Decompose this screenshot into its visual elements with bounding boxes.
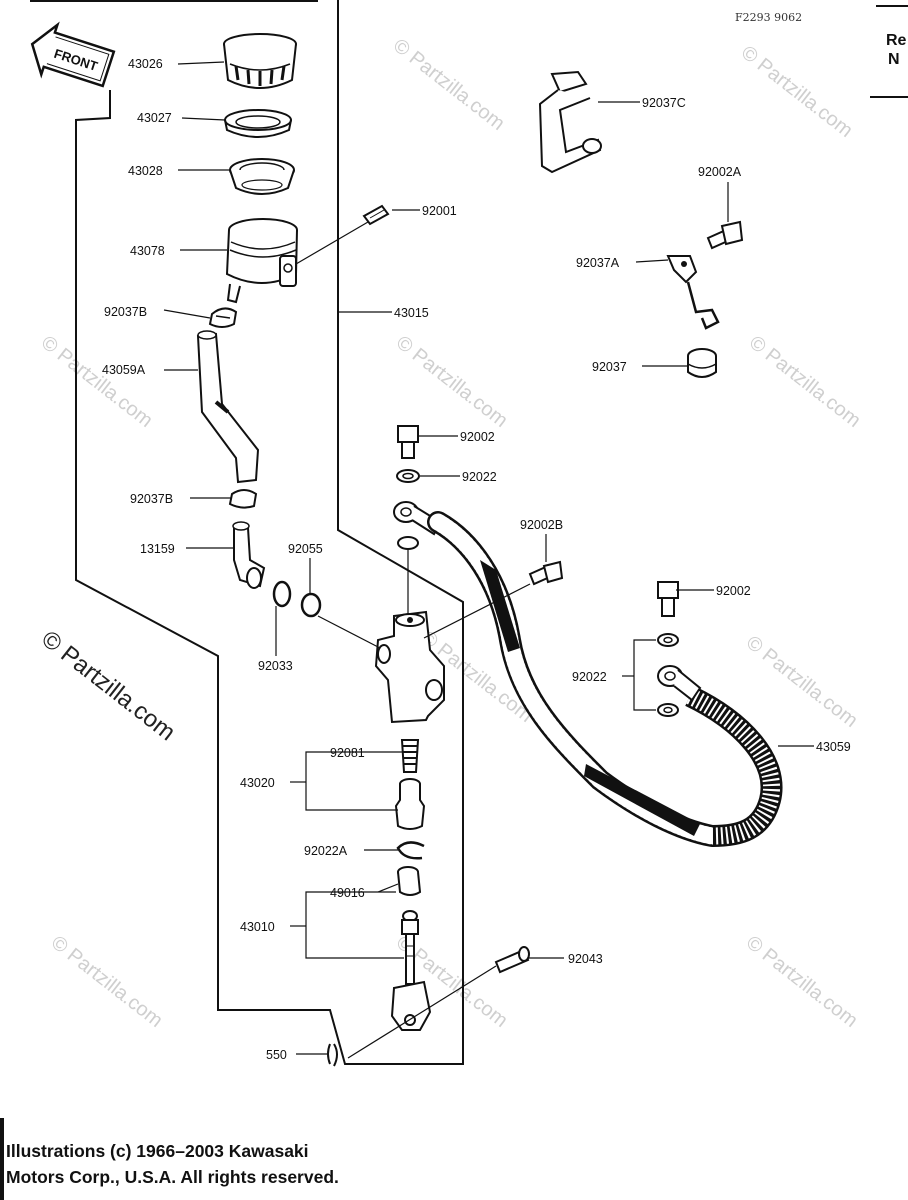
front-arrow: FRONT xyxy=(30,21,116,88)
part-labels: 43026 43027 43028 43078 92037B 43059A 92… xyxy=(102,57,851,1062)
part-label-92037B: 92037B xyxy=(130,492,173,506)
bolt-92001 xyxy=(295,204,390,265)
piston-assembly xyxy=(394,778,426,830)
part-label-43059: 43059 xyxy=(816,740,851,754)
part-label-13159: 13159 xyxy=(140,542,175,556)
circlip-92033 xyxy=(272,580,292,608)
boot-49016 xyxy=(397,866,422,896)
hose-joint-13159 xyxy=(232,521,266,589)
copyright-line-2: Motors Corp., U.S.A. All rights reserved… xyxy=(6,1167,339,1187)
master-cylinder-body xyxy=(374,610,445,724)
watermark-large: © Partzilla.com xyxy=(36,625,180,746)
part-label-92022A: 92022A xyxy=(304,844,348,858)
copyright-notice: Illustrations (c) 1966–2003 Kawasaki Mot… xyxy=(6,1138,339,1190)
part-label-92081: 92081 xyxy=(330,746,365,760)
part-label-43028: 43028 xyxy=(128,164,163,178)
watermark: © Partzilla.com xyxy=(37,332,157,432)
spring-92081 xyxy=(400,739,420,773)
cotter-pin-550 xyxy=(327,1043,338,1067)
part-label-43027: 43027 xyxy=(137,111,172,125)
clamp-92037B-upper xyxy=(208,307,238,328)
part-label-92002A: 92002A xyxy=(698,165,742,179)
o-ring-92055 xyxy=(300,592,322,618)
part-label-92037A: 92037A xyxy=(576,256,620,270)
bolt-92002B xyxy=(528,560,564,586)
diaphragm-43028 xyxy=(229,158,295,195)
circlip-92022A xyxy=(396,841,425,860)
part-label-92002B: 92002B xyxy=(520,518,563,532)
diaphragm-plate-43027 xyxy=(224,109,292,138)
part-label-49016: 49016 xyxy=(330,886,365,900)
push-rod-43010 xyxy=(390,910,432,1031)
reference-code: F2293 9062 xyxy=(735,11,802,24)
clamp-92037B-lower xyxy=(228,489,258,509)
bracket-92037C xyxy=(538,70,602,174)
pin-92043 xyxy=(494,946,530,974)
leader-lines xyxy=(163,61,814,1059)
bolt-92002A xyxy=(706,220,744,250)
banjo-bolt-92002-right xyxy=(657,581,679,617)
watermark: © Partzilla.com xyxy=(737,42,857,142)
part-label-92037B: 92037B xyxy=(104,305,147,319)
watermark: © Partzilla.com xyxy=(745,332,865,432)
watermark: © Partzilla.com xyxy=(742,632,862,732)
grommet-92037 xyxy=(687,348,717,378)
part-label-43015: 43015 xyxy=(394,306,429,320)
part-label-43078: 43078 xyxy=(130,244,165,258)
watermark: © Partzilla.com xyxy=(389,35,509,135)
part-label-92033: 92033 xyxy=(258,659,293,673)
assembly-outline-43015 xyxy=(75,0,464,1065)
banjo-bolt-92002-mid xyxy=(397,425,419,459)
part-label-43020: 43020 xyxy=(240,776,275,790)
part-label-43010: 43010 xyxy=(240,920,275,934)
reservoir-cap-43026 xyxy=(223,33,297,89)
edge-text-1: Re xyxy=(886,32,907,49)
watermark: © Partzilla.com xyxy=(392,332,512,432)
part-label-92022: 92022 xyxy=(462,470,497,484)
washer-92022-right-lower xyxy=(657,703,679,717)
watermark: © Partzilla.com xyxy=(47,932,167,1032)
part-label-92043: 92043 xyxy=(568,952,603,966)
edge-text-2: N xyxy=(888,51,900,68)
watermark: © Partzilla.com xyxy=(742,932,862,1032)
reservoir-tank-43078 xyxy=(225,218,298,304)
part-label-43059A: 43059A xyxy=(102,363,146,377)
part-label-92037C: 92037C xyxy=(642,96,686,110)
washer-92022-right-upper xyxy=(657,633,679,647)
part-label-92037: 92037 xyxy=(592,360,627,374)
banjo-hose-right xyxy=(657,665,702,702)
part-label-92002: 92002 xyxy=(716,584,751,598)
brake-hose-43059 xyxy=(427,511,783,847)
copyright-bar xyxy=(0,1118,4,1200)
part-label-92055: 92055 xyxy=(288,542,323,556)
bracket-92037A xyxy=(666,255,720,330)
part-label-92022: 92022 xyxy=(572,670,607,684)
washer-92022-mid xyxy=(396,469,420,483)
part-label-92002: 92002 xyxy=(460,430,495,444)
copyright-line-1: Illustrations (c) 1966–2003 Kawasaki xyxy=(6,1141,309,1161)
part-label-550: 550 xyxy=(266,1048,287,1062)
hose-43059A xyxy=(196,330,260,484)
part-label-43026: 43026 xyxy=(128,57,163,71)
part-label-92001: 92001 xyxy=(422,204,457,218)
